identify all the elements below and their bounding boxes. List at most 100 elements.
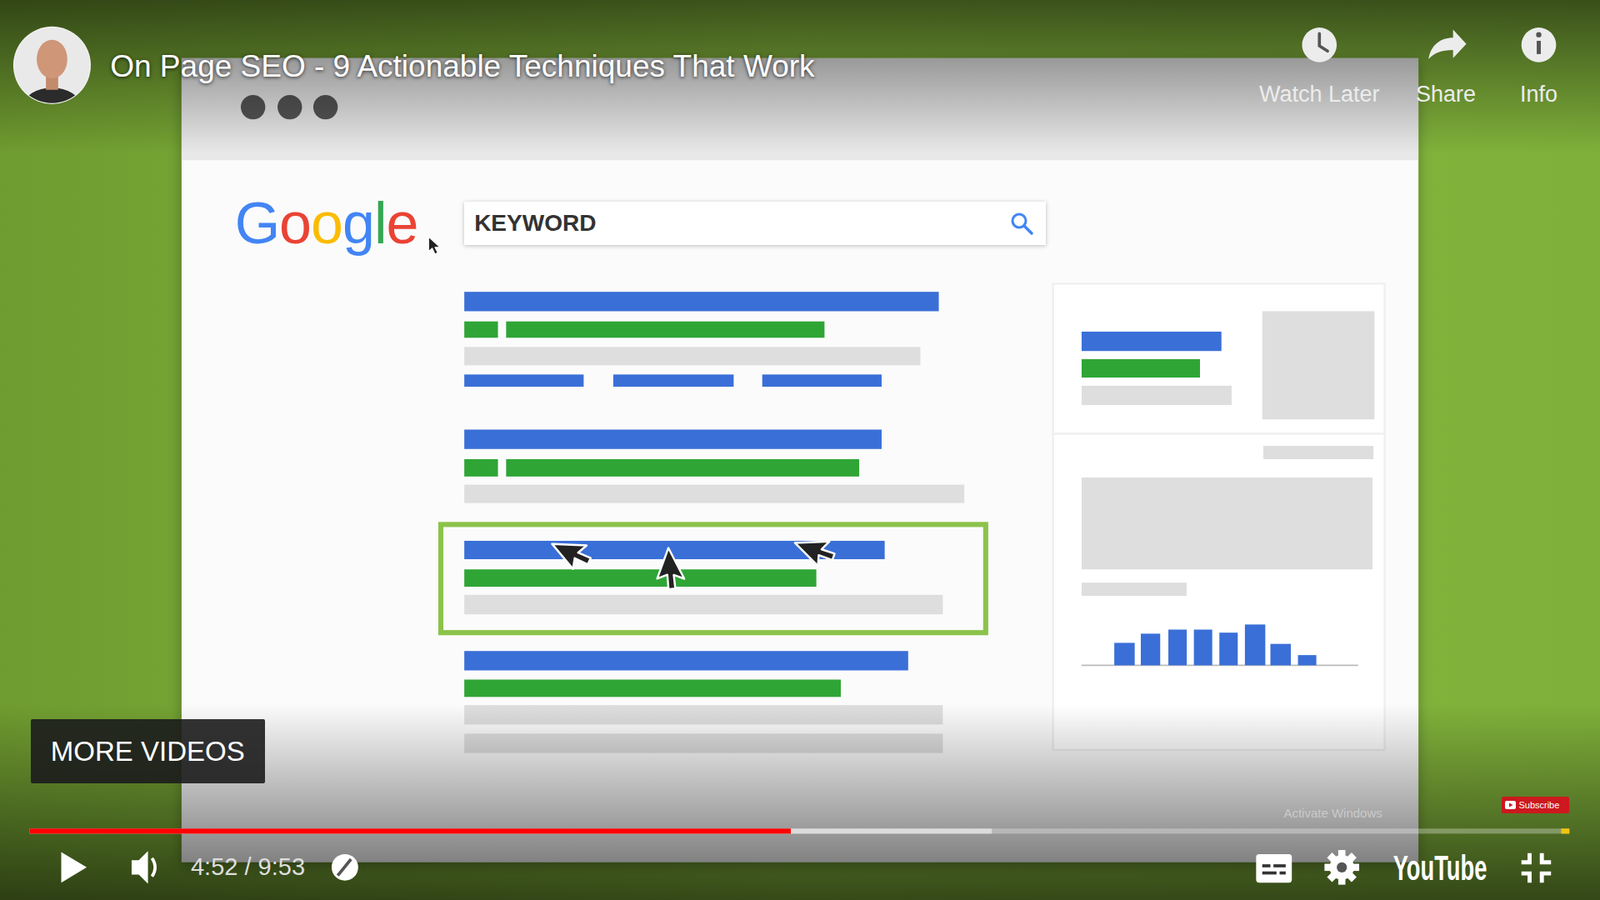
- progress-bar: [30, 828, 1570, 834]
- overlay-shades: [0, 704, 1600, 900]
- knowledge-panel: [1298, 655, 1317, 665]
- channel-avatar: [13, 26, 91, 125]
- progress-bar: [30, 828, 791, 834]
- search-results: [440, 291, 986, 753]
- settings-icon: [1336, 862, 1347, 873]
- captions-icon: [1262, 864, 1271, 868]
- exit-fullscreen-icon: [1541, 873, 1551, 883]
- search-results: [613, 374, 734, 387]
- youtube-mini-icon: [1505, 800, 1516, 810]
- windows-watermark: Activate Windows: [1283, 805, 1382, 820]
- search-results: [762, 374, 882, 387]
- knowledge-panel: [1263, 445, 1374, 460]
- knowledge-panel: [1053, 283, 1385, 750]
- subscribe-button: Subscribe: [1501, 796, 1570, 814]
- knowledge-panel: [1140, 633, 1160, 665]
- settings-icon: [1326, 852, 1356, 882]
- share-icon: [1428, 30, 1466, 60]
- search-results: [464, 650, 909, 670]
- knowledge-panel: [1081, 477, 1373, 570]
- channel-avatar: [23, 87, 81, 125]
- youtube-logo: YouTube: [1392, 848, 1487, 889]
- knowledge-panel: [1081, 359, 1200, 378]
- watch-later-icon: [1301, 27, 1337, 63]
- share-icon: [1428, 30, 1466, 60]
- exit-fullscreen-icon: [1521, 873, 1530, 883]
- video-title: On Page SEO - 9 Actionable Techniques Th…: [110, 48, 815, 85]
- play-button: [60, 851, 87, 883]
- click-cursors: [655, 548, 693, 594]
- knowledge-panel: [1053, 283, 1385, 750]
- click-cursors: [428, 236, 440, 255]
- search-results: [464, 346, 920, 365]
- youtube-mini-icon: [1509, 803, 1514, 808]
- search-box-text: KEYWORD: [474, 210, 596, 237]
- autoplay-icon: [337, 859, 351, 876]
- search-results: [464, 291, 939, 311]
- more-videos-button-text: MORE VIDEOS: [50, 736, 245, 767]
- search-results: [505, 459, 860, 477]
- volume-icon: [131, 850, 155, 884]
- captions-icon: [1280, 871, 1286, 875]
- knowledge-panel: [1114, 642, 1135, 665]
- click-cursors: [551, 527, 596, 574]
- search-results: [464, 680, 841, 698]
- google-logo: Google: [235, 190, 419, 258]
- time-display: 4:52 / 9:53: [190, 853, 305, 881]
- exit-fullscreen-icon: [1521, 853, 1530, 863]
- search-results: [464, 485, 965, 504]
- knowledge-panel: [1081, 582, 1187, 596]
- knowledge-panel: [1168, 630, 1187, 666]
- captions-icon: [1255, 854, 1292, 883]
- knowledge-panel: [1053, 432, 1385, 435]
- volume-icon: [151, 858, 155, 877]
- progress-bar: [30, 828, 1570, 834]
- info-icon: [1536, 40, 1541, 55]
- knowledge-panel: [1245, 624, 1265, 665]
- channel-avatar: [14, 27, 90, 125]
- info-icon: [1535, 31, 1541, 37]
- volume-icon: [131, 850, 149, 884]
- info-icon: [1521, 27, 1557, 63]
- search-results: [505, 321, 825, 339]
- channel-avatar: [36, 40, 68, 80]
- watch-later-icon: [1319, 33, 1328, 51]
- knowledge-panel: [1262, 310, 1375, 420]
- settings-icon: [1330, 855, 1355, 880]
- info-label: Info: [1520, 81, 1558, 108]
- info-icon: [1521, 27, 1557, 63]
- progress-bar: [1560, 828, 1570, 834]
- knowledge-panel: [1219, 632, 1238, 665]
- watch-later-label: Watch Later: [1259, 81, 1380, 108]
- youtube-mini-icon: [1505, 800, 1516, 810]
- captions-icon: [1273, 864, 1286, 868]
- knowledge-panel: [1270, 644, 1290, 666]
- knowledge-panel: [1194, 630, 1213, 666]
- search-results: [464, 321, 498, 339]
- search-results: [464, 459, 498, 477]
- click-cursors: [428, 236, 840, 594]
- captions-icon: [1262, 871, 1277, 875]
- settings-icon: [1324, 850, 1360, 885]
- search-results: [464, 430, 882, 450]
- autoplay-icon: [331, 854, 359, 881]
- search-results: [464, 374, 584, 387]
- more-videos-button: MORE VIDEOS: [30, 719, 265, 784]
- exit-fullscreen-icon: [1541, 853, 1551, 863]
- search-results: [464, 595, 943, 615]
- captions-icon: [1255, 854, 1292, 883]
- share-label: Share: [1415, 81, 1476, 108]
- settings-icon: [1326, 852, 1356, 882]
- knowledge-panel: [1081, 385, 1232, 405]
- search-results: [440, 524, 986, 633]
- search-results: [464, 569, 816, 587]
- search-icon: [1009, 210, 1035, 236]
- watch-later-icon: [1301, 27, 1337, 63]
- click-cursors: [795, 525, 841, 571]
- play-button: [60, 851, 87, 883]
- search-box: KEYWORD: [464, 201, 1046, 245]
